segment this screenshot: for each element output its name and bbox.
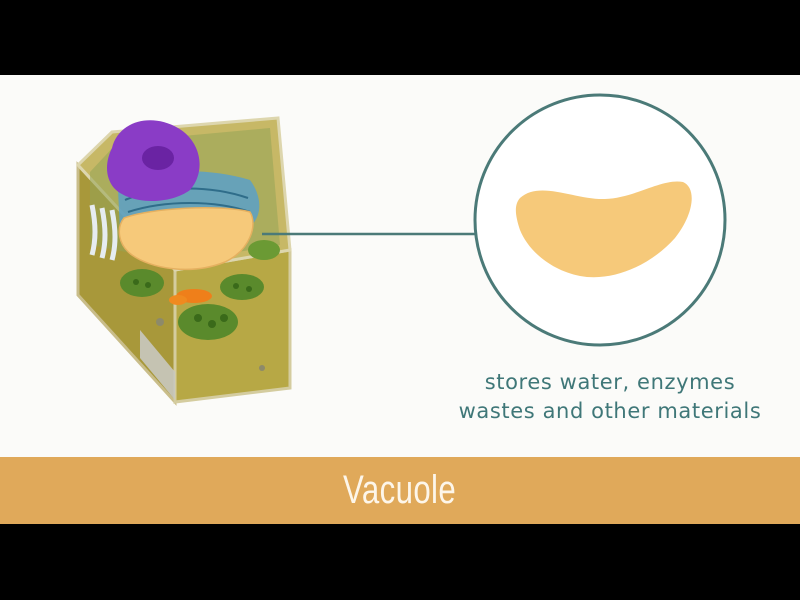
golgi-apparatus xyxy=(89,204,118,261)
vacuole-description: stores water, enzymes wastes and other m… xyxy=(440,368,780,426)
mitochondria xyxy=(169,289,212,305)
vacuole-description-line-1: stores water, enzymes xyxy=(484,370,736,394)
nucleolus xyxy=(142,146,174,170)
letterbox-top xyxy=(0,0,800,75)
chloroplasts xyxy=(120,240,280,340)
letterbox-bottom xyxy=(0,524,800,600)
organelle-title: Vacuole xyxy=(343,468,457,512)
vacuole-zoom-shape xyxy=(515,181,692,278)
central-vacuole xyxy=(118,207,254,271)
title-banner: Vacuole xyxy=(0,457,800,524)
membrane-block xyxy=(140,330,175,400)
vacuole-description-line-2: wastes and other materials xyxy=(458,399,762,423)
